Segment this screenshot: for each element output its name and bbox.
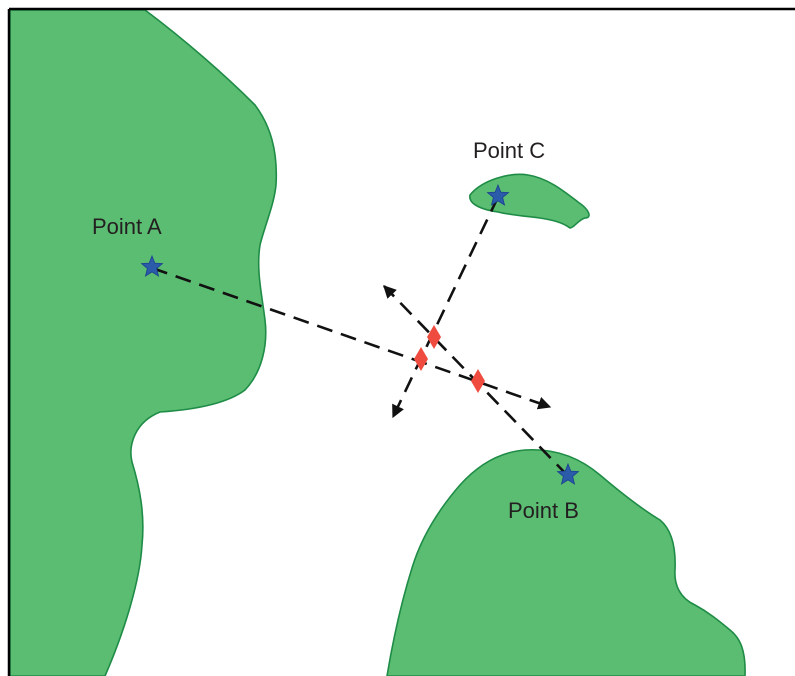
point-a-star-icon [140,254,164,277]
point-c-label: Point C [473,138,545,163]
point-b-label: Point B [508,498,579,523]
landmass-west [9,9,278,676]
intersection-marker [427,325,441,349]
island-point-c [469,173,590,229]
point-a-label: Point A [92,214,162,239]
intersection-marker [414,347,428,371]
bearing-line-from-c [391,196,500,419]
bearing-line-from-a [151,266,552,410]
landmass-south [386,448,746,676]
intersection-markers [414,325,485,393]
point-b-star-icon [556,462,580,485]
point-c-star-icon [486,183,510,206]
intersection-marker [471,369,485,393]
